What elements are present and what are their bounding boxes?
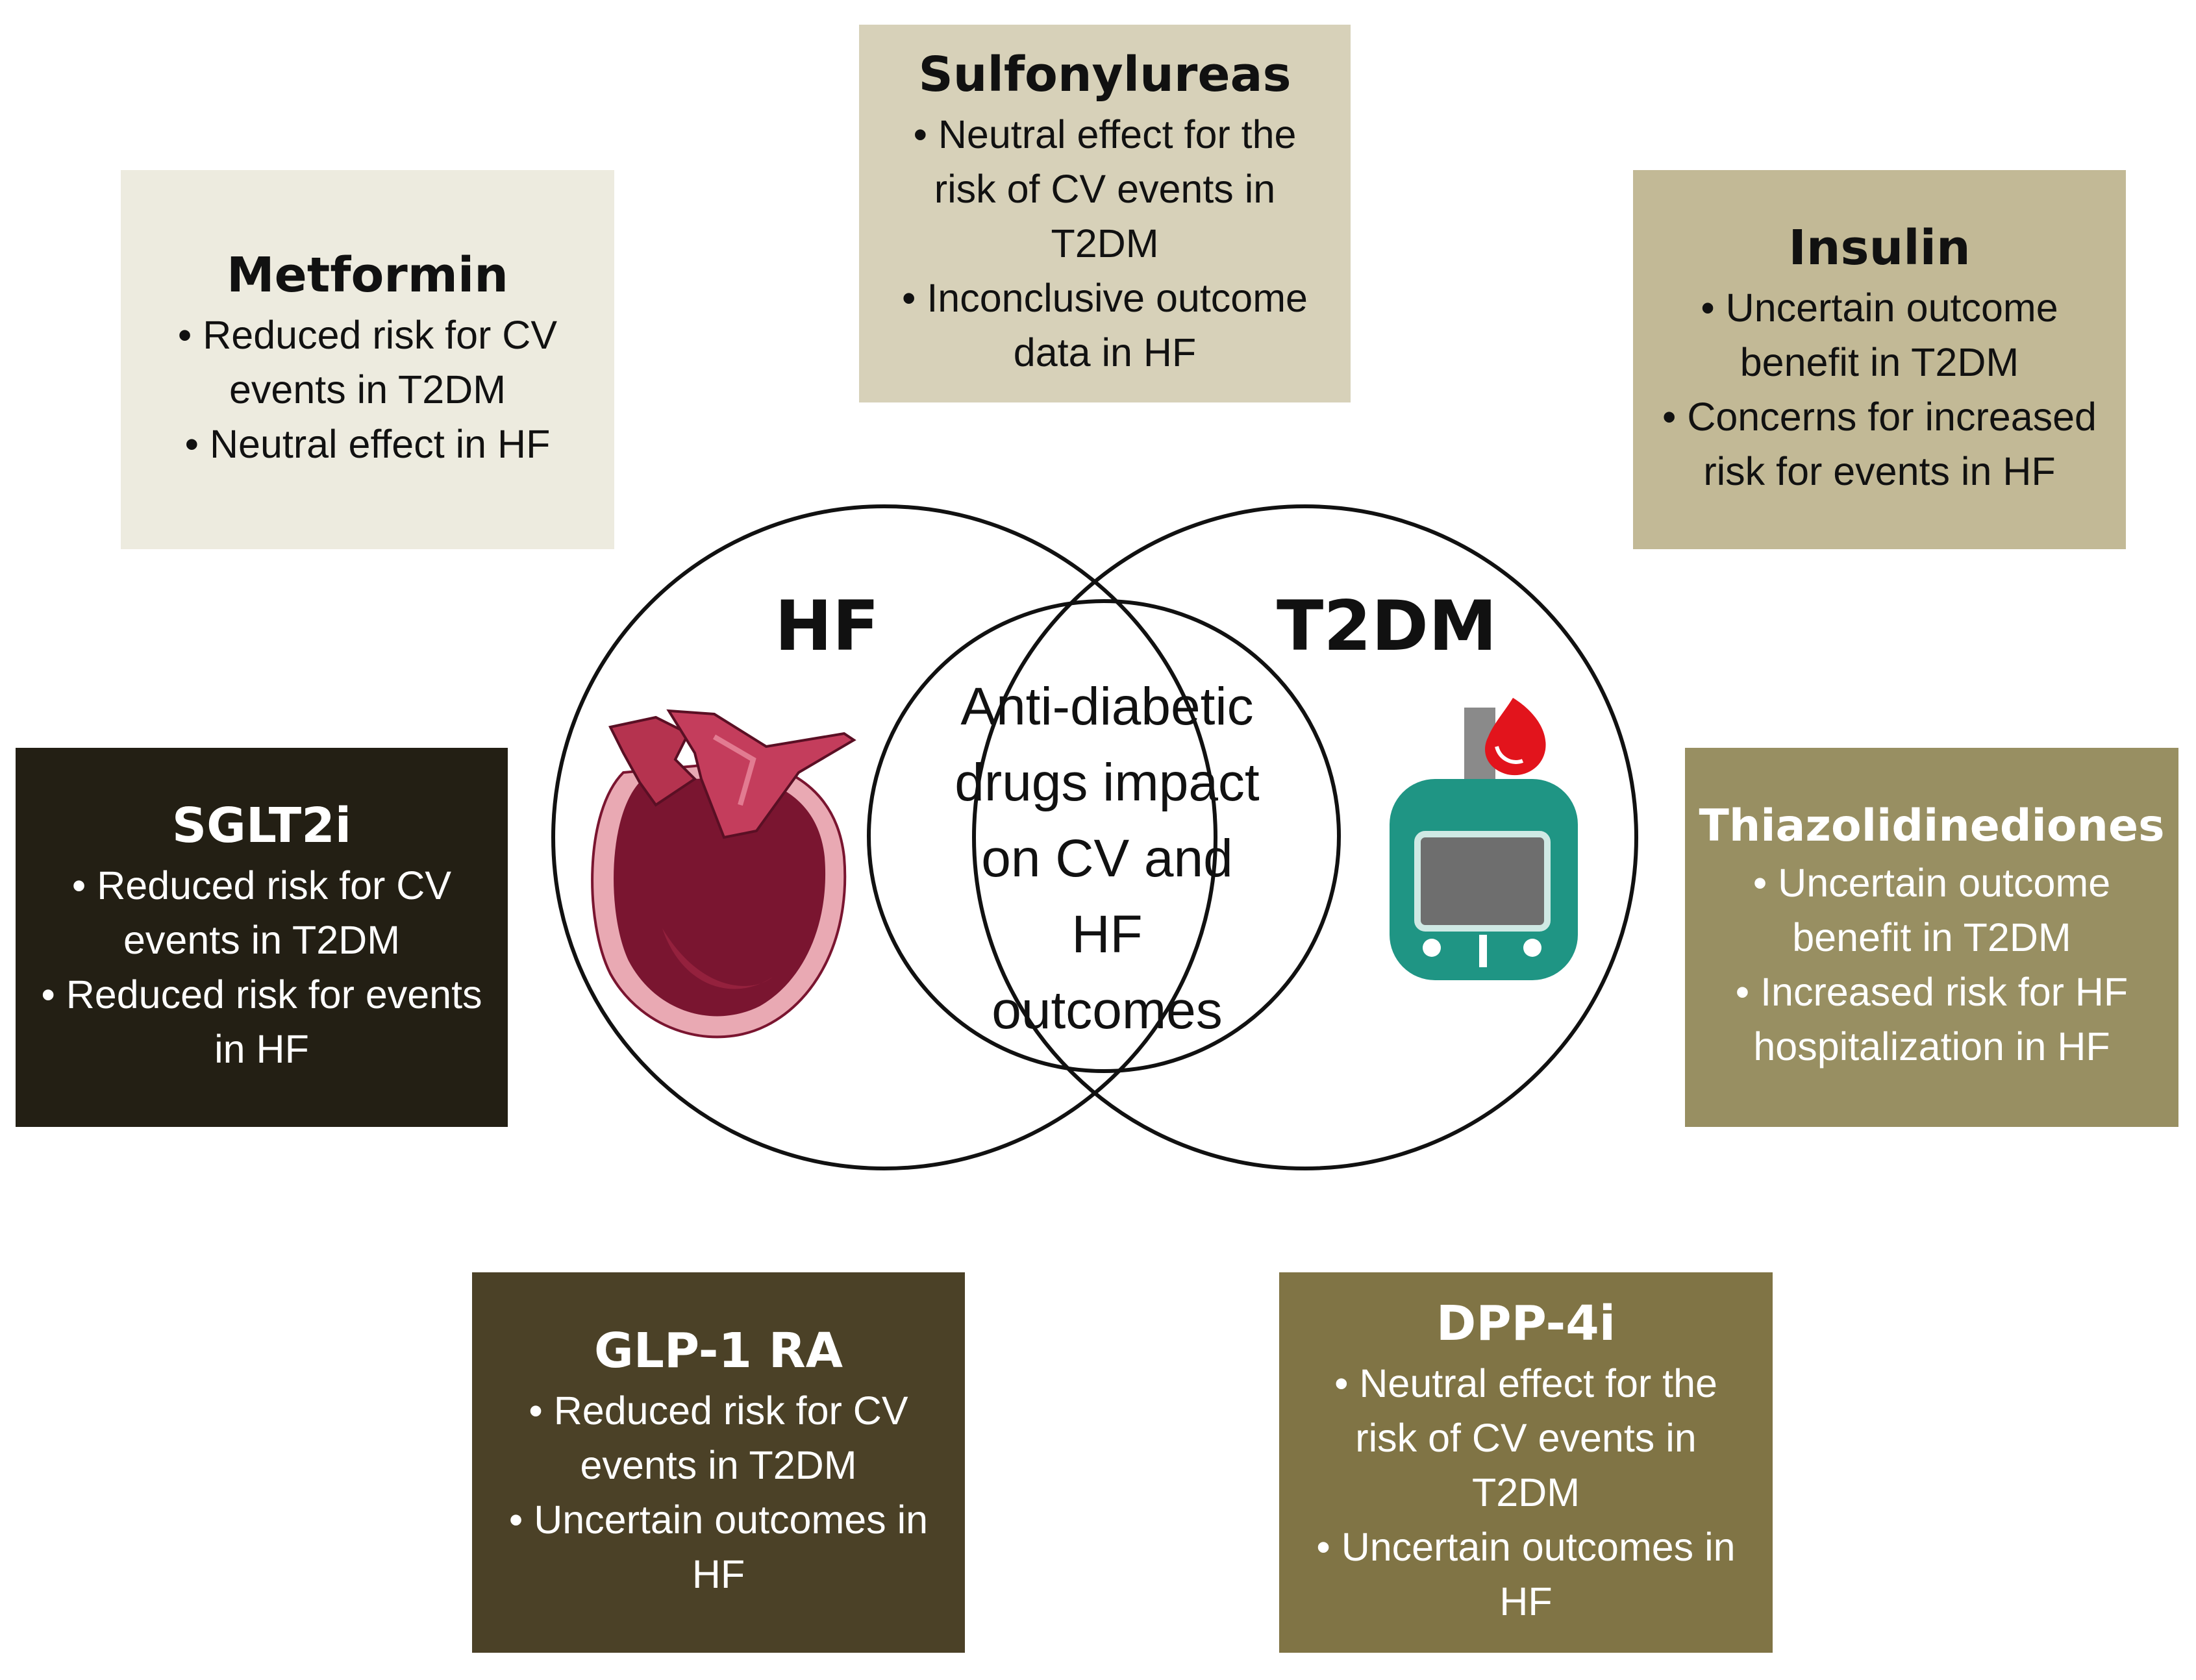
center-text: Anti-diabetic drugs impact on CV and HF …: [909, 669, 1305, 1048]
center-line: Anti-diabetic: [960, 677, 1254, 736]
hf-label: HF: [775, 586, 880, 666]
box-title: SGLT2i: [171, 798, 352, 854]
bullet-item: Uncertain outcome benefit in T2DM: [1704, 856, 2159, 965]
bullet-item: Uncertain outcome benefit in T2DM: [1653, 280, 2106, 389]
bullet-item: Reduced risk for CV events in T2DM: [492, 1383, 945, 1492]
bullet-list: Neutral effect for the risk of CV events…: [1299, 1356, 1753, 1629]
insulin-box: Insulin Uncertain outcome benefit in T2D…: [1633, 170, 2126, 549]
sulfonylureas-box: Sulfonylureas Neutral effect for the ris…: [859, 25, 1351, 402]
center-line: drugs impact: [955, 753, 1260, 812]
metformin-box: Metformin Reduced risk for CV events in …: [121, 170, 614, 549]
t2dm-label: T2DM: [1277, 586, 1497, 666]
bullet-item: Concerns for increased risk for events i…: [1653, 389, 2106, 499]
bullet-item: Inconclusive outcome data in HF: [879, 271, 1331, 380]
center-line: HF: [1071, 905, 1143, 964]
box-title: GLP-1 RA: [593, 1323, 843, 1379]
box-title: Insulin: [1788, 220, 1971, 277]
bullet-item: Reduced risk for CV events in T2DM: [140, 308, 595, 417]
bullet-item: Neutral effect for the risk of CV events…: [1299, 1356, 1753, 1520]
bullet-list: Uncertain outcome benefit in T2DM Concer…: [1653, 280, 2106, 499]
center-line: outcomes: [992, 981, 1223, 1040]
bullet-item: Reduced risk for CV events in T2DM: [35, 858, 488, 967]
bullet-list: Reduced risk for CV events in T2DM Neutr…: [140, 308, 595, 471]
bullet-list: Reduced risk for CV events in T2DM Reduc…: [35, 858, 488, 1076]
hf-circle: [551, 504, 1217, 1170]
t2dm-circle: [972, 504, 1638, 1170]
glucose-meter-icon: [1390, 698, 1578, 980]
center-circle: [867, 599, 1341, 1073]
box-title: Metformin: [227, 247, 508, 304]
heart-icon: [591, 709, 856, 1039]
box-title: DPP-4i: [1436, 1296, 1616, 1352]
bullet-list: Neutral effect for the risk of CV events…: [879, 107, 1331, 380]
dpp4i-box: DPP-4i Neutral effect for the risk of CV…: [1279, 1272, 1773, 1653]
thiazolidinediones-box: Thiazolidinediones Uncertain outcome ben…: [1685, 748, 2178, 1127]
bullet-item: Neutral effect in HF: [140, 417, 595, 471]
bullet-item: Uncertain outcomes in HF: [1299, 1520, 1753, 1629]
bullet-item: Neutral effect for the risk of CV events…: [879, 107, 1331, 271]
box-title: Sulfonylureas: [918, 47, 1291, 103]
bullet-item: Reduced risk for events in HF: [35, 967, 488, 1076]
center-line: on CV and: [981, 829, 1233, 888]
glp1ra-box: GLP-1 RA Reduced risk for CV events in T…: [472, 1272, 965, 1653]
bullet-item: Increased risk for HF hospitalization in…: [1704, 965, 2159, 1074]
bullet-item: Uncertain outcomes in HF: [492, 1492, 945, 1601]
box-title: Thiazolidinediones: [1699, 800, 2165, 852]
sglt2i-box: SGLT2i Reduced risk for CV events in T2D…: [16, 748, 508, 1127]
bullet-list: Uncertain outcome benefit in T2DM Increa…: [1704, 856, 2159, 1074]
bullet-list: Reduced risk for CV events in T2DM Uncer…: [492, 1383, 945, 1601]
